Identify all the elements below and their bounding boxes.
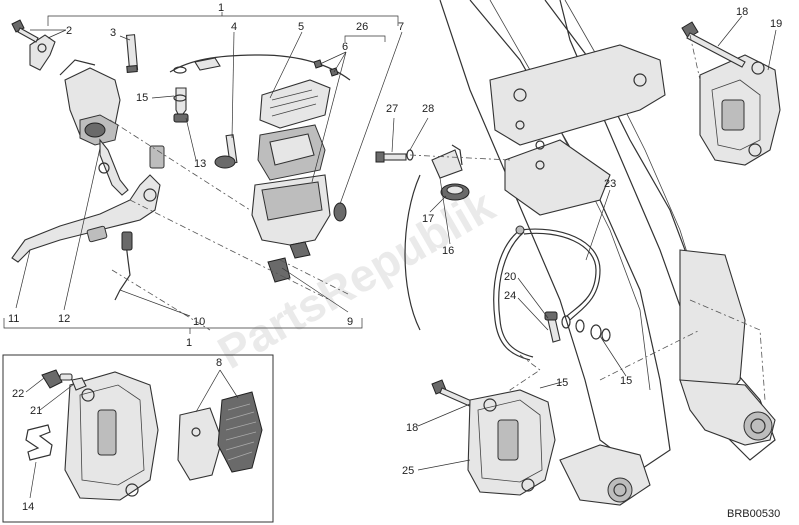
banjo-bolts-20-24 xyxy=(544,311,611,343)
callout-22: 22 xyxy=(12,388,24,400)
front-fork-frame xyxy=(439,0,776,506)
bleed-valve-22 xyxy=(41,369,73,389)
switch-10 xyxy=(86,225,211,331)
callout-18-top: 18 xyxy=(736,6,748,18)
callout-16: 16 xyxy=(442,245,454,257)
inset-caliper xyxy=(64,371,159,501)
pushrod-12 xyxy=(98,138,129,196)
group-bracket-26 xyxy=(344,35,386,42)
callout-3: 3 xyxy=(110,27,116,39)
callout-10: 10 xyxy=(193,316,205,328)
banjo-bolt-14 xyxy=(173,87,189,123)
callout-24: 24 xyxy=(504,290,516,302)
brake-caliper-top-right xyxy=(699,54,781,166)
brake-hose-top xyxy=(169,54,351,81)
callout-12: 12 xyxy=(58,313,70,325)
bleed-cap-21 xyxy=(71,377,87,391)
brake-lever-11 xyxy=(11,174,161,263)
callout-4: 4 xyxy=(231,21,237,33)
pad-spring-14 xyxy=(25,424,53,461)
cap-screw-6 xyxy=(313,59,339,77)
brake-pad-front xyxy=(217,391,263,473)
callout-7: 7 xyxy=(398,21,404,33)
group-bracket-bottom xyxy=(3,318,363,334)
caliper-bolt-top xyxy=(681,21,746,68)
callout-1-top: 1 xyxy=(218,2,224,14)
callout-18-bottom: 18 xyxy=(406,422,418,434)
reservoir-diaphragm xyxy=(257,124,326,181)
cap-13 xyxy=(214,155,236,169)
callout-2: 2 xyxy=(66,25,72,37)
master-cylinder-body xyxy=(59,59,121,146)
grommet-17 xyxy=(440,183,470,201)
hose-clip-9 xyxy=(267,257,351,296)
group-bracket-top xyxy=(47,12,399,26)
brake-pad-back xyxy=(177,407,223,481)
callout-25: 25 xyxy=(402,465,414,477)
callout-14: 14 xyxy=(22,501,34,513)
inset-pads-box xyxy=(2,354,274,523)
diagram-code: BRB00530 xyxy=(727,508,780,520)
callout-28: 28 xyxy=(422,103,434,115)
callout-1-bottom: 1 xyxy=(186,337,192,349)
callout-15-top: 15 xyxy=(136,92,148,104)
callout-labels: 1 2 3 4 5 6 26 7 15 13 11 12 10 9 1 27 2… xyxy=(8,2,782,513)
callout-17: 17 xyxy=(422,213,434,225)
callout-21: 21 xyxy=(30,405,42,417)
cap-13-seal xyxy=(149,145,165,169)
callout-13: 13 xyxy=(194,158,206,170)
seal-7 xyxy=(333,202,347,222)
leader-lines xyxy=(15,15,777,499)
callout-9: 9 xyxy=(347,316,353,328)
callout-20: 20 xyxy=(504,271,516,283)
pin-3 xyxy=(125,34,139,73)
callout-15-mid: 15 xyxy=(556,377,568,389)
callout-6: 6 xyxy=(342,41,348,53)
mirror-clamp-2 xyxy=(29,34,56,71)
callout-19: 19 xyxy=(770,18,782,30)
callout-5: 5 xyxy=(298,21,304,33)
callout-23: 23 xyxy=(604,178,616,190)
callout-27: 27 xyxy=(386,103,398,115)
brake-caliper-bottom xyxy=(467,389,556,496)
screw-2 xyxy=(11,19,39,43)
callout-11: 11 xyxy=(8,313,19,325)
callout-15-right: 15 xyxy=(620,375,632,387)
brake-hose-23 xyxy=(493,225,601,361)
bolt-27 xyxy=(375,151,407,163)
hose-guide-16 xyxy=(431,144,463,179)
reservoir-cap-26 xyxy=(259,79,331,129)
reservoir-body xyxy=(251,174,331,259)
callout-26: 26 xyxy=(356,21,368,33)
callout-8: 8 xyxy=(216,357,222,369)
